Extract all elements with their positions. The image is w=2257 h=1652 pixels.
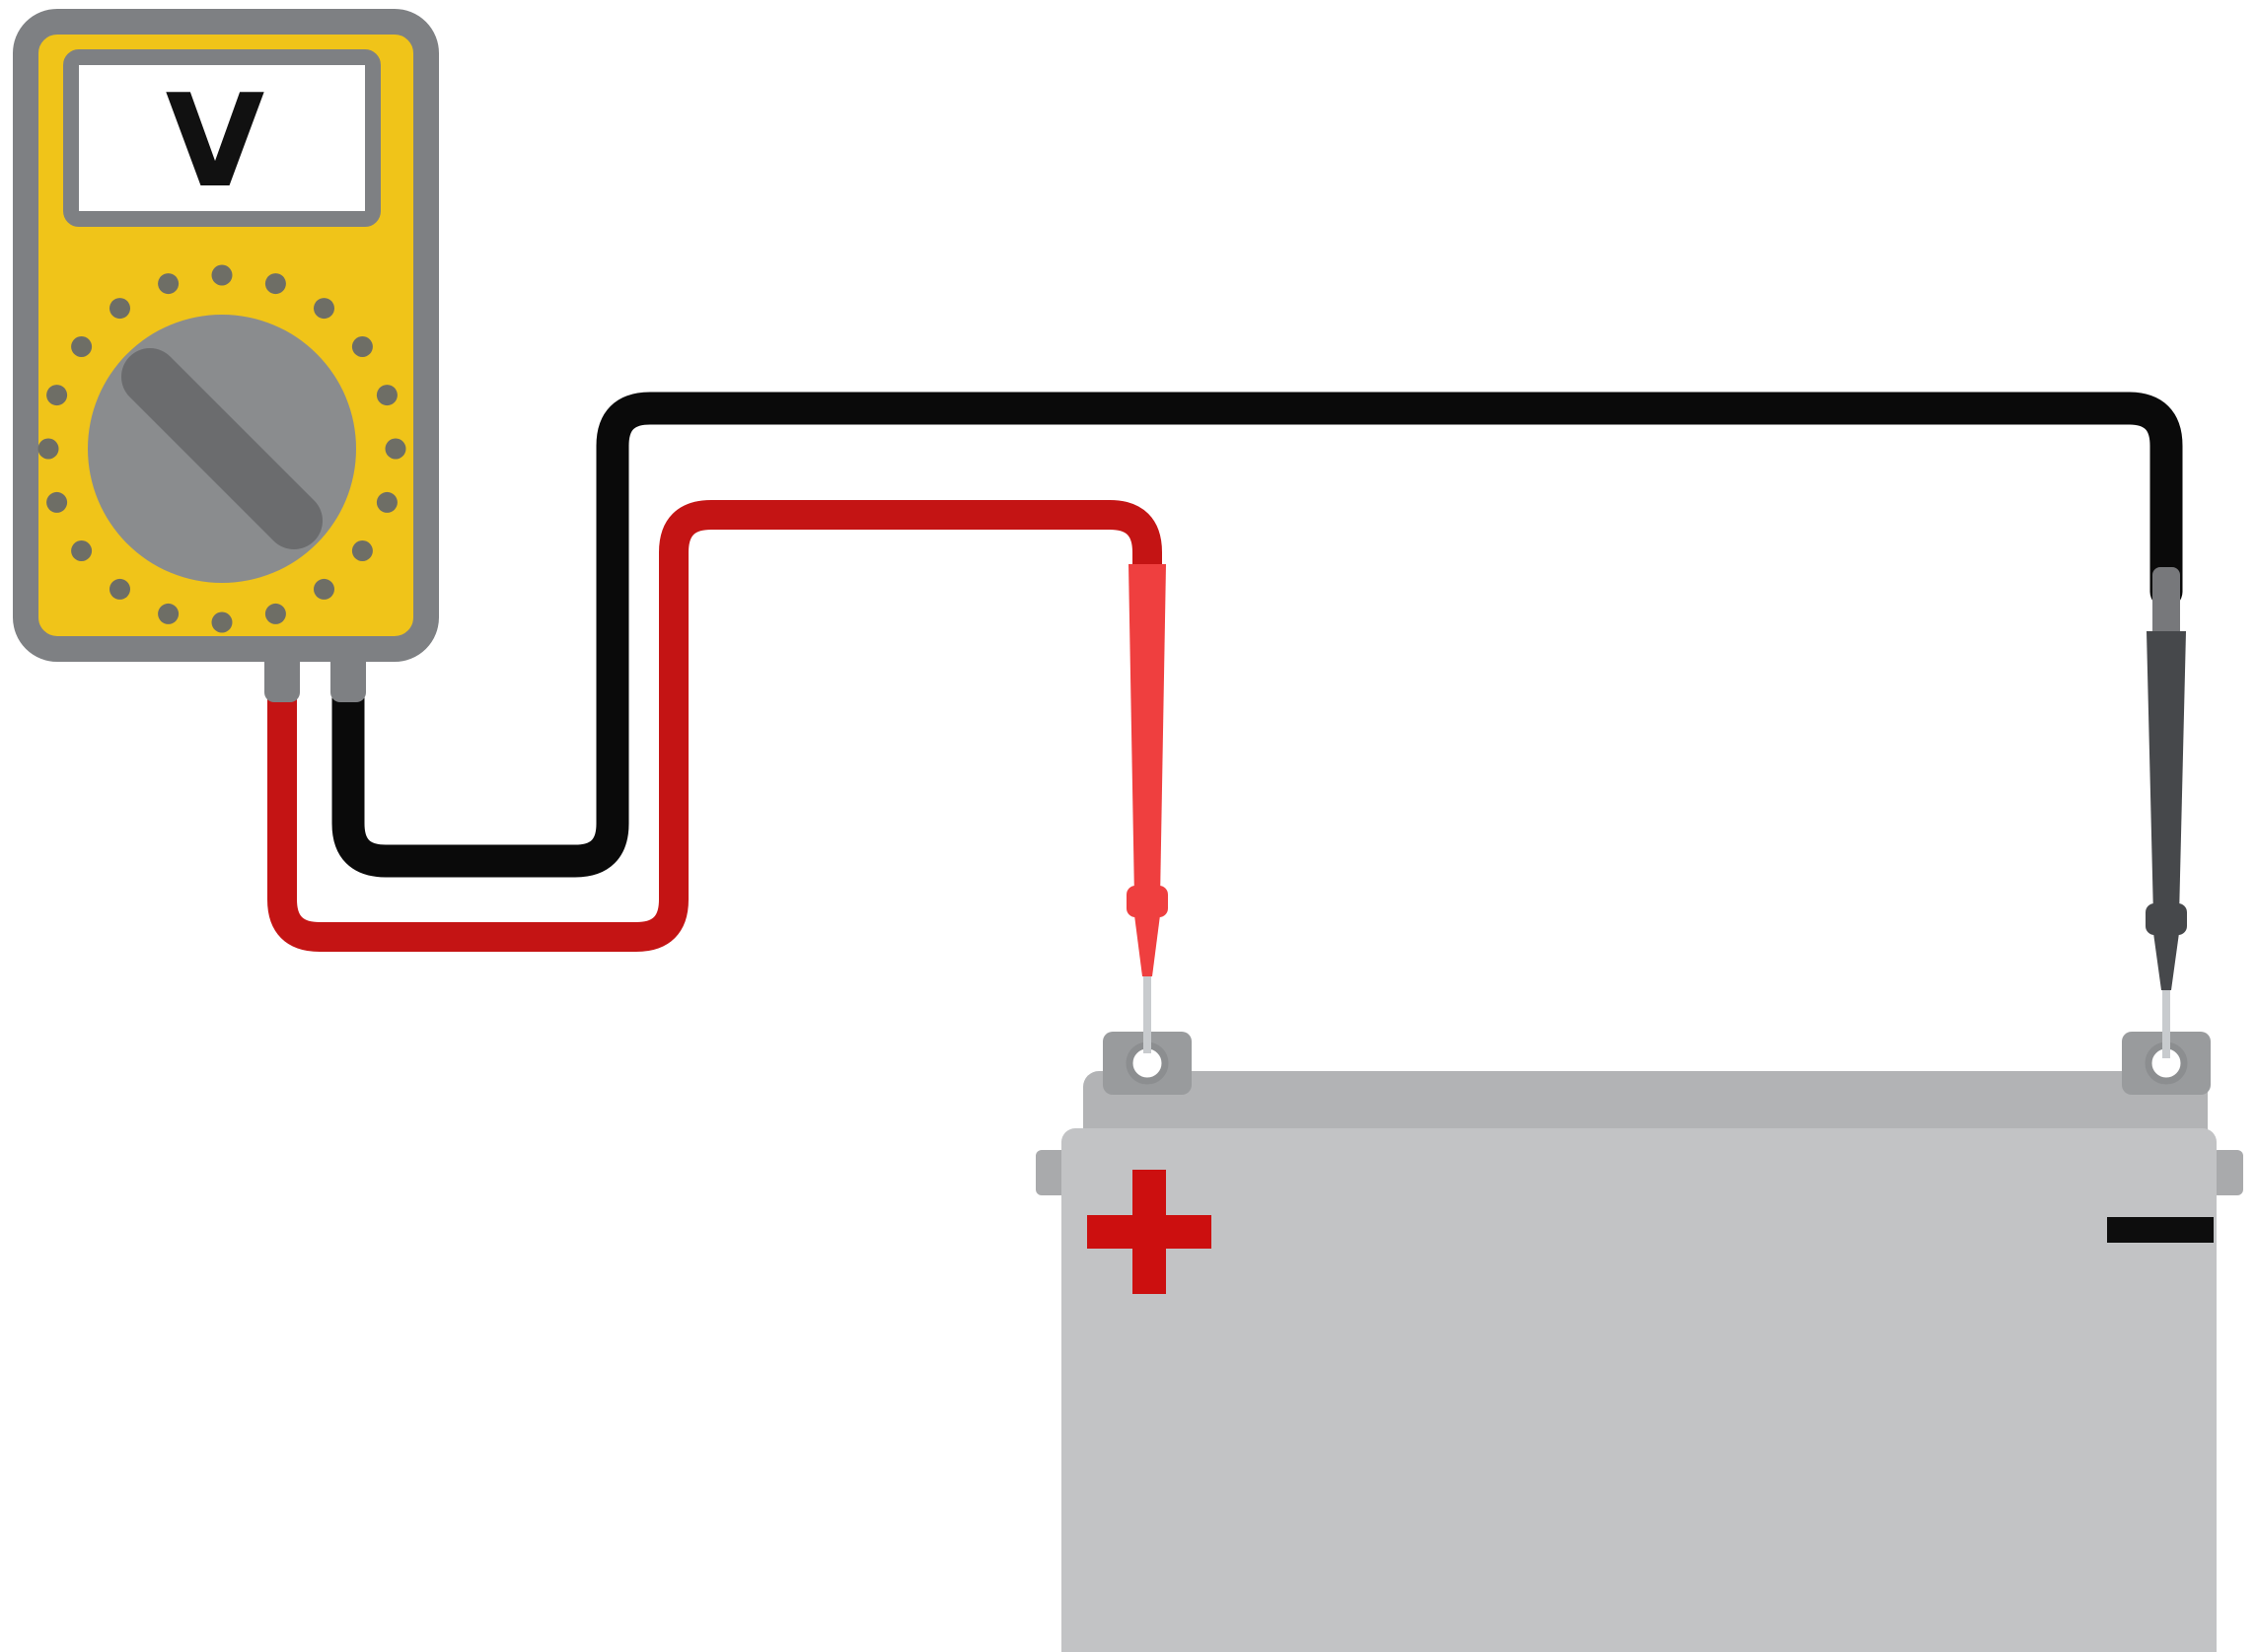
dial-dot	[158, 603, 180, 624]
dial-dot	[71, 336, 93, 357]
red-probe-tip	[1143, 967, 1151, 1053]
dial-dot	[109, 298, 130, 320]
dial-dot	[37, 438, 59, 460]
red-probe-collar	[1127, 886, 1168, 917]
black-probe-handle	[2147, 631, 2186, 917]
black-probe-tip	[2162, 981, 2170, 1058]
multimeter: V	[13, 9, 439, 702]
dial-dot	[46, 385, 68, 406]
dial-dot	[211, 611, 233, 633]
dial-dot	[264, 273, 286, 295]
display-value: V	[166, 66, 265, 216]
red-probe-handle	[1128, 564, 1166, 899]
dial-dots	[37, 264, 406, 633]
dial-dot	[264, 603, 286, 624]
red-probe-cone	[1134, 915, 1160, 976]
red-wire	[267, 500, 1162, 952]
battery-case	[1061, 1128, 2217, 1652]
dial-dot	[314, 578, 334, 600]
dial-dot	[351, 336, 373, 357]
dial-dot	[376, 385, 398, 406]
dial-dot	[314, 298, 334, 320]
rotary-dial	[37, 264, 406, 633]
red-probe	[1127, 564, 1168, 1053]
negative-symbol-icon	[2107, 1217, 2214, 1243]
dial-knob	[121, 348, 323, 549]
black-probe-collar	[2146, 903, 2187, 935]
dial-dot	[385, 438, 406, 460]
black-wire	[331, 392, 2183, 878]
black-probe-cone	[2153, 933, 2179, 990]
dial-dot	[71, 540, 93, 561]
battery-tab-left	[1036, 1150, 1067, 1195]
test-lead-wires	[267, 392, 2183, 952]
battery	[1036, 1032, 2243, 1652]
multimeter-display	[63, 49, 381, 227]
dial-dot	[376, 491, 398, 513]
dial-dot	[211, 264, 233, 286]
battery-tab-right	[2212, 1150, 2243, 1195]
dial-dot	[109, 578, 130, 600]
black-probe	[2146, 567, 2187, 1058]
dial-dot	[158, 273, 180, 295]
positive-symbol-icon	[1087, 1170, 1211, 1294]
dial-dot	[351, 540, 373, 561]
dial-dot	[46, 491, 68, 513]
